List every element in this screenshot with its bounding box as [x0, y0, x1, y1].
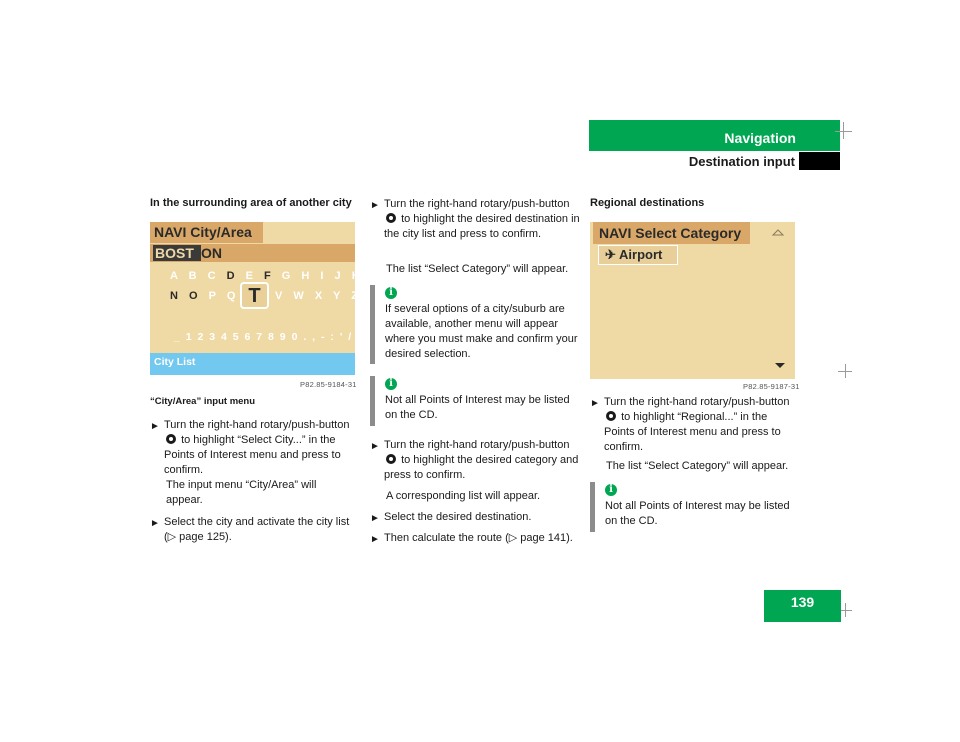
step-1: ► Turn the right-hand rotary/push-button…: [590, 395, 800, 455]
info-text: Not all Points of Interest may be listed…: [385, 394, 570, 421]
letters: A B C: [170, 270, 227, 282]
triangle-right-icon: ►: [370, 513, 380, 524]
letter-active: D: [226, 270, 239, 282]
step-2: ► Turn the right-hand rotary/push-button…: [370, 438, 580, 483]
step-1: ► Turn the right-hand rotary/push-button…: [150, 418, 350, 478]
step-result: A corresponding list will appear.: [386, 490, 541, 502]
info-icon: i: [385, 378, 397, 390]
step-text: Turn the right-hand rotary/push-button: [164, 419, 350, 431]
letters: G H I J K L M: [274, 270, 402, 282]
triangle-right-icon: ►: [150, 518, 160, 529]
triangle-right-icon: ►: [590, 398, 600, 409]
crop-mark: [843, 122, 844, 139]
step-text: Turn the right-hand rotary/push-button: [384, 198, 570, 210]
step-2: ► Select the city and activate the city …: [150, 515, 350, 545]
step-result: The list “Select Category” will appear.: [386, 263, 569, 275]
triangle-right-icon: ►: [370, 534, 380, 545]
image-code: P82.85-9184-31: [300, 380, 357, 389]
rotary-knob-icon: [606, 411, 616, 421]
page-number: 139: [764, 590, 841, 622]
step-1: ► Turn the right-hand rotary/push-button…: [370, 197, 580, 242]
header-marker: [799, 152, 840, 170]
section-title: Navigation: [724, 130, 796, 146]
rotary-knob-icon: [386, 213, 396, 223]
step-3: ► Select the desired destination.: [370, 510, 580, 525]
letter-row-1: A B C D E F G H I J K L M: [170, 270, 401, 282]
category-item: ✈ Airport: [598, 245, 678, 265]
info-icon: i: [605, 484, 617, 496]
info-box: i Not all Points of Interest may be list…: [590, 482, 800, 532]
section-heading: In the surrounding area of another city: [150, 197, 352, 209]
airplane-icon: ✈: [605, 247, 616, 262]
triangle-right-icon: ►: [150, 421, 160, 432]
triangle-right-icon: ►: [370, 200, 380, 211]
step-result: The input menu “City/Area” will appear.: [166, 479, 317, 506]
letter-active: F: [264, 270, 275, 282]
step-text: Turn the right-hand rotary/push-button: [384, 439, 570, 451]
info-text: If several options of a city/suburb are …: [385, 303, 578, 360]
section-heading: Regional destinations: [590, 197, 705, 209]
rotary-knob-icon: [386, 454, 396, 464]
info-icon: i: [385, 287, 397, 299]
city-list-label: City List: [154, 356, 196, 368]
step-text: Select the city and activate the city li…: [164, 516, 350, 543]
step-text: to highlight “Select City...” in the Poi…: [164, 434, 341, 476]
number-row: _ 1 2 3 4 5 6 7 8 9 0 . , - : ' / ➜: [174, 331, 368, 343]
input-highlight: BOST: [153, 245, 201, 261]
rotary-knob-icon: [166, 434, 176, 444]
info-text: Not all Points of Interest may be listed…: [605, 500, 790, 527]
section-title-bar: Navigation: [589, 120, 840, 151]
step-text: Then calculate the route (▷ page 141).: [384, 532, 573, 544]
screen-title: NAVI City/Area: [150, 222, 263, 243]
triangle-right-icon: ►: [370, 441, 380, 452]
step-4: ► Then calculate the route (▷ page 141).: [370, 531, 585, 546]
subsection-title: Destination input: [688, 154, 795, 169]
step-text: to highlight the desired destination in …: [384, 213, 580, 240]
letter-row-2-tail: V W X Y Z: [275, 290, 362, 302]
input-bar: [150, 244, 355, 262]
screen-title: NAVI Select Category: [593, 222, 750, 244]
crop-mark: [845, 603, 846, 617]
scroll-down-icon: [775, 363, 785, 368]
city-list-bar: [150, 353, 355, 375]
step-result: The list “Select Category” will appear.: [606, 460, 789, 472]
step-text: Select the desired destination.: [384, 511, 532, 523]
scroll-up-icon: [772, 229, 784, 236]
letters: E: [238, 270, 264, 282]
crop-mark: [845, 364, 846, 378]
letters-active: N O: [170, 290, 202, 302]
image-code: P82.85-9187-31: [743, 382, 800, 391]
info-box: i Not all Points of Interest may be list…: [370, 376, 580, 426]
category-item-label: Airport: [619, 247, 663, 262]
step-text: to highlight “Regional...” in the Points…: [604, 411, 781, 453]
input-rest: ON: [201, 245, 222, 261]
step-text: to highlight the desired category and pr…: [384, 454, 579, 481]
selected-letter: T: [240, 282, 269, 309]
figure-caption: “City/Area” input menu: [150, 396, 256, 407]
info-box: i If several options of a city/suburb ar…: [370, 285, 580, 364]
step-text: Turn the right-hand rotary/push-button: [604, 396, 790, 408]
